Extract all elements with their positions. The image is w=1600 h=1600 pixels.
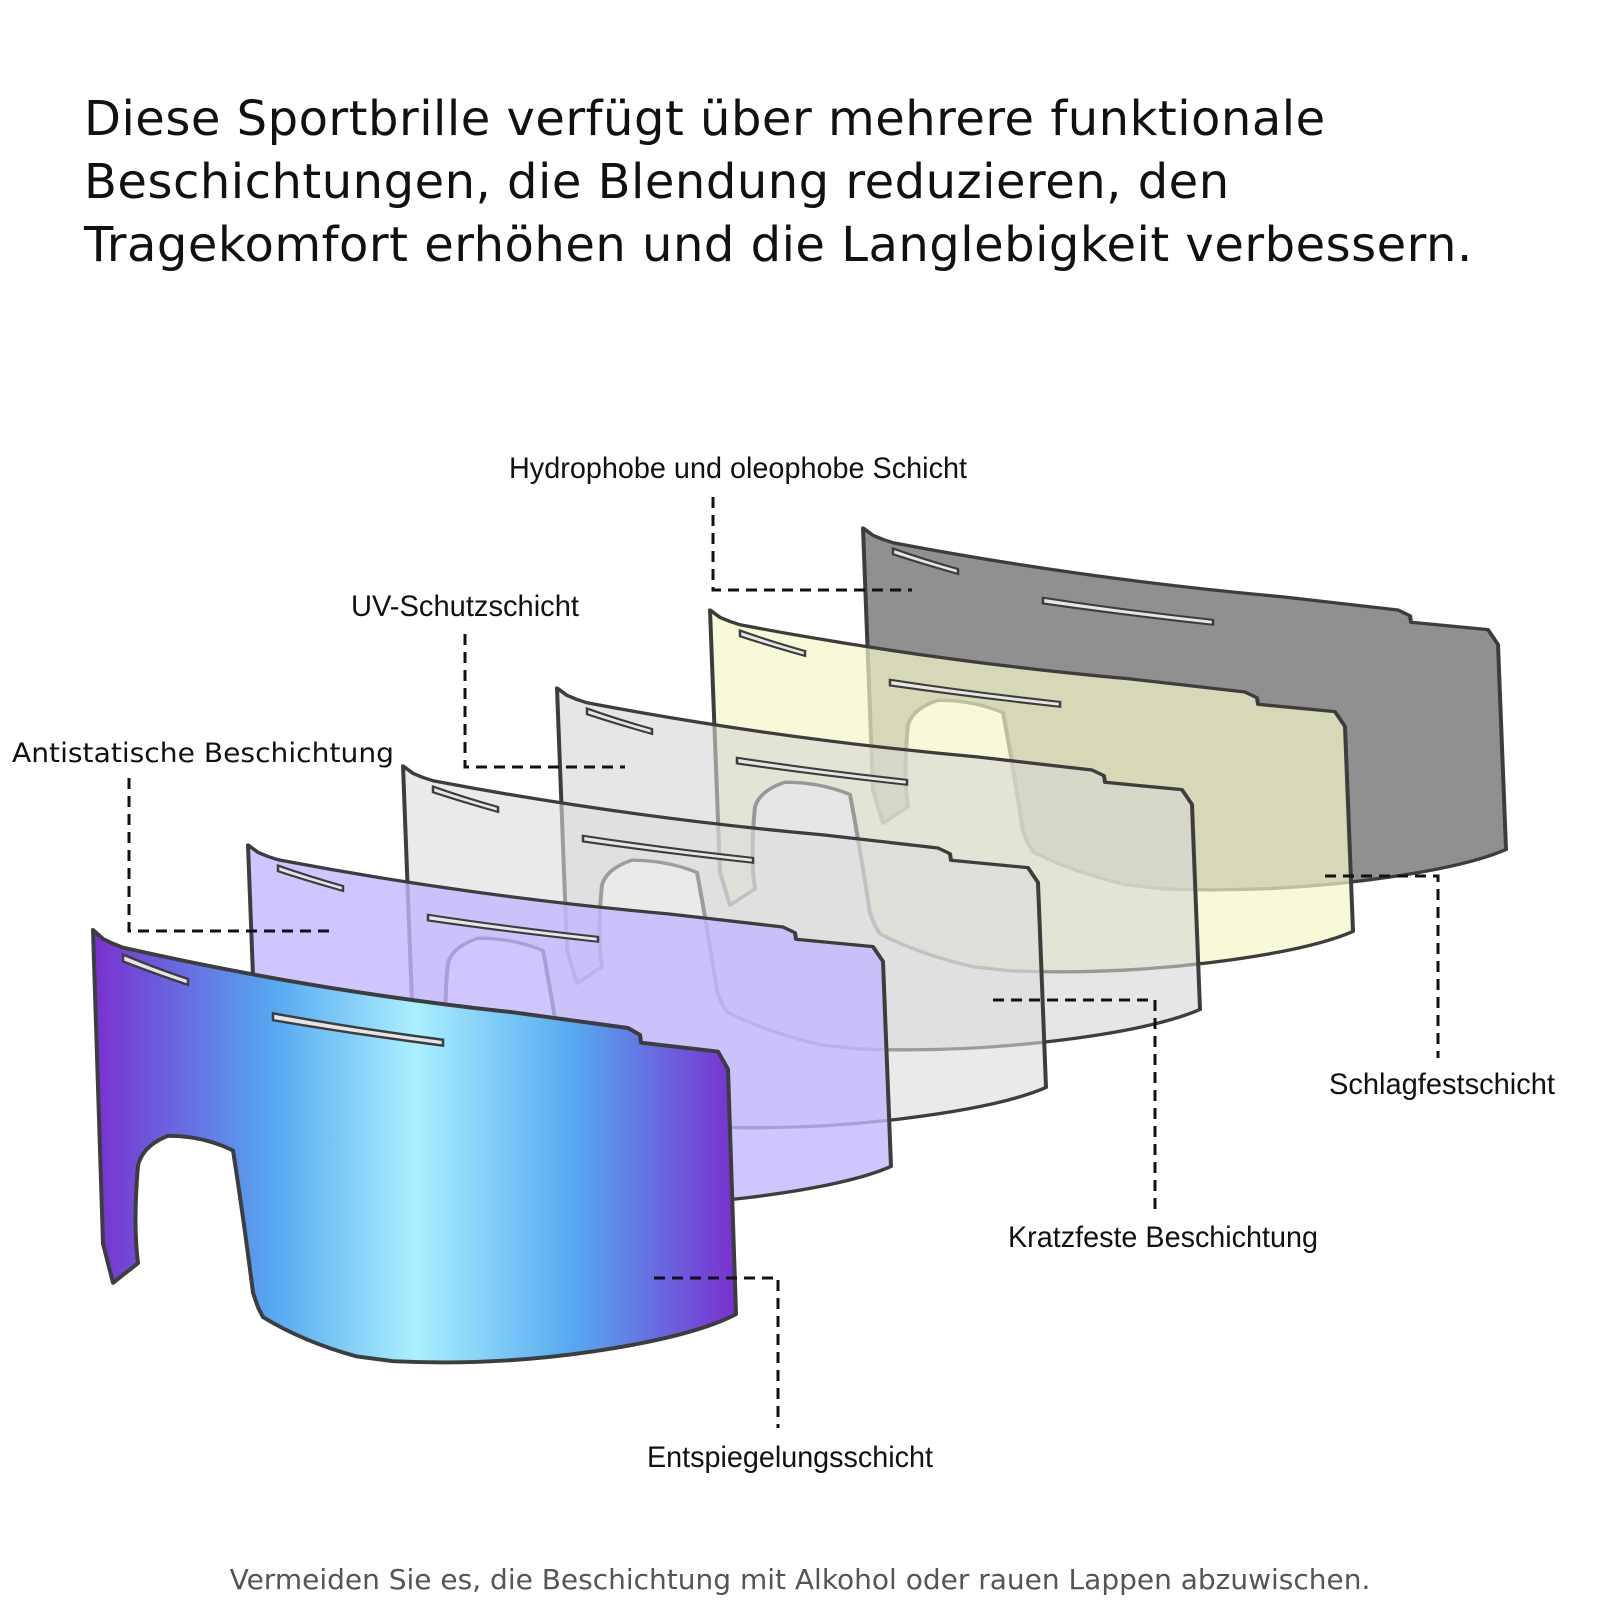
label-impact: Schlagfestschicht [1329,1068,1556,1101]
care-note: Vermeiden Sie es, die Beschichtung mit A… [229,1563,1371,1596]
lens-layer-scratch [555,686,1202,1052]
headline-line-1: Diese Sportbrille verfügt über mehrere f… [84,91,1326,147]
lens-layer-antistatic [246,843,893,1209]
leader-antireflective [654,1276,780,1428]
lens-layer-impact [861,526,1508,892]
lens-layer-hydrophobic [708,608,1355,974]
label-antistatic: Antistatische Beschichtung [12,738,394,769]
lens-layer-uv [401,764,1048,1130]
leader-antistatic [127,778,330,933]
leader-uv [463,634,625,769]
leader-hydrophobic [711,497,912,592]
label-scratch: Kratzfeste Beschichtung [1008,1221,1318,1254]
headline: Diese Sportbrille verfügt über mehrere f… [84,88,1564,277]
leader-scratch [993,998,1157,1210]
label-hydrophobic: Hydrophobe und oleophobe Schicht [509,452,968,485]
lens-layer-antireflective [91,928,738,1365]
label-antireflective: Entspiegelungsschicht [647,1441,934,1474]
leader-impact [1325,874,1440,1058]
label-uv: UV-Schutzschicht [351,590,580,623]
headline-line-2: Beschichtungen, die Blendung reduzieren,… [84,154,1230,210]
headline-line-3: Tragekomfort erhöhen und die Langlebigke… [84,217,1473,273]
